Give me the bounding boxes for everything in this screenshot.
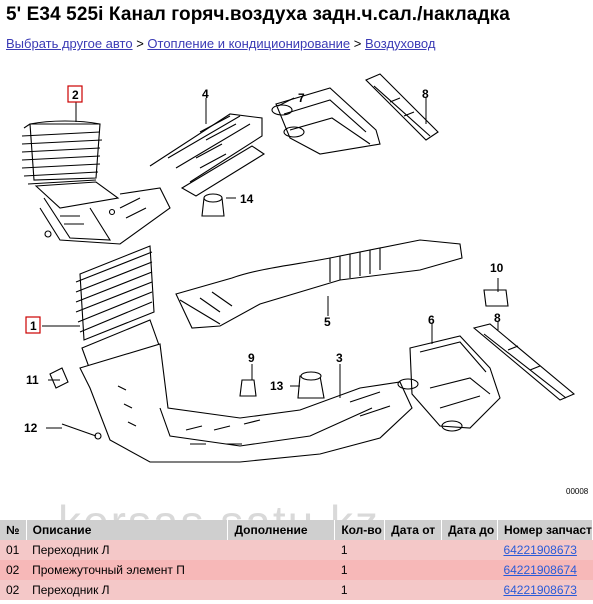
- cell-date-to: [441, 540, 498, 560]
- part-number-link[interactable]: 64221908673: [503, 583, 577, 597]
- col-header-description: Описание: [26, 520, 229, 540]
- cell-part-number: 64221908674: [497, 560, 593, 580]
- part-13-grommet[interactable]: [297, 371, 325, 399]
- cell-number: 02: [0, 560, 27, 580]
- cell-quantity: 1: [334, 580, 385, 600]
- part-11-clip[interactable]: [49, 367, 69, 389]
- table-row[interactable]: 01 Переходник Л 1 64221908673: [0, 540, 593, 560]
- part-8-lower-cover[interactable]: [472, 323, 576, 401]
- breadcrumb-heating-link[interactable]: Отопление и кондиционирование: [147, 36, 351, 51]
- cell-number: 02: [0, 580, 27, 600]
- cell-part-number: 64221908673: [497, 540, 593, 560]
- callout-5: 5: [324, 315, 331, 329]
- callout-8: 8: [422, 87, 429, 101]
- breadcrumb: Выбрать другое авто > Отопление и кондиц…: [6, 36, 435, 51]
- part-number-link[interactable]: 64221908673: [503, 543, 577, 557]
- parts-table: № Описание Дополнение Кол-во Дата от Дат…: [0, 520, 593, 600]
- table-header-row: № Описание Дополнение Кол-во Дата от Дат…: [0, 520, 593, 540]
- part-1-duct[interactable]: [75, 245, 161, 371]
- col-header-quantity: Кол-во: [334, 520, 386, 540]
- callout-8-lower: 8: [494, 311, 501, 325]
- part-3-duct[interactable]: [79, 343, 413, 463]
- col-header-date-from: Дата от: [384, 520, 443, 540]
- callout-4: 4: [202, 87, 209, 101]
- callout-11: 11: [26, 373, 39, 387]
- cell-addition: [227, 560, 335, 580]
- cell-description: Переходник Л: [26, 540, 228, 560]
- breadcrumb-air-duct-link[interactable]: Воздуховод: [365, 36, 436, 51]
- callout-12: 12: [24, 421, 38, 435]
- table-row[interactable]: 02 Переходник Л 1 64221908673: [0, 580, 593, 600]
- cell-quantity: 1: [334, 560, 385, 580]
- cell-date-from: [384, 580, 442, 600]
- diagram-code: 00008: [566, 487, 589, 496]
- part-12-screw[interactable]: [61, 423, 102, 440]
- cell-addition: [227, 580, 335, 600]
- callout-2: 2: [72, 88, 79, 102]
- cell-date-to: [441, 560, 498, 580]
- part-7-duct[interactable]: [271, 87, 381, 155]
- callout-3: 3: [336, 351, 343, 365]
- callout-6: 6: [428, 313, 435, 327]
- part-4-duct[interactable]: [149, 113, 266, 197]
- cell-description: Промежуточный элемент П: [26, 560, 228, 580]
- part-number-link[interactable]: 64221908674: [503, 563, 577, 577]
- part-5-duct[interactable]: [175, 239, 463, 329]
- callout-1: 1: [30, 319, 37, 333]
- page-title: 5' E34 525i Канал горяч.воздуха задн.ч.с…: [6, 4, 510, 25]
- part-6-duct[interactable]: [397, 335, 501, 432]
- col-header-addition: Дополнение: [227, 520, 336, 540]
- part-9-nut[interactable]: [239, 379, 257, 397]
- cell-description: Переходник Л: [26, 580, 228, 600]
- col-header-number: №: [0, 520, 27, 540]
- part-14-grommet[interactable]: [201, 193, 225, 217]
- cell-date-to: [441, 580, 498, 600]
- col-header-date-to: Дата до: [441, 520, 498, 540]
- parts-diagram: 2 4 8 14 7 10 5 1 6 8 11 9 13 3 12 00008: [21, 73, 589, 496]
- callout-9: 9: [248, 351, 255, 365]
- cell-date-from: [384, 540, 442, 560]
- part-10-clip[interactable]: [483, 289, 509, 307]
- callout-13: 13: [270, 379, 284, 393]
- callout-7: 7: [298, 91, 305, 105]
- cell-date-from: [384, 560, 442, 580]
- callout-14: 14: [240, 192, 254, 206]
- cell-number: 01: [0, 540, 27, 560]
- cell-part-number: 64221908673: [497, 580, 593, 600]
- part-2-duct[interactable]: [21, 120, 171, 245]
- cell-quantity: 1: [334, 540, 385, 560]
- part-8-cover[interactable]: [365, 73, 439, 141]
- breadcrumb-separator: >: [353, 36, 362, 51]
- cell-addition: [227, 540, 335, 560]
- table-row[interactable]: 02 Промежуточный элемент П 1 64221908674: [0, 560, 593, 580]
- breadcrumb-select-car-link[interactable]: Выбрать другое авто: [6, 36, 133, 51]
- breadcrumb-separator: >: [136, 36, 144, 51]
- col-header-part-number: Номер запчасти: [497, 520, 593, 540]
- callout-10: 10: [490, 261, 504, 275]
